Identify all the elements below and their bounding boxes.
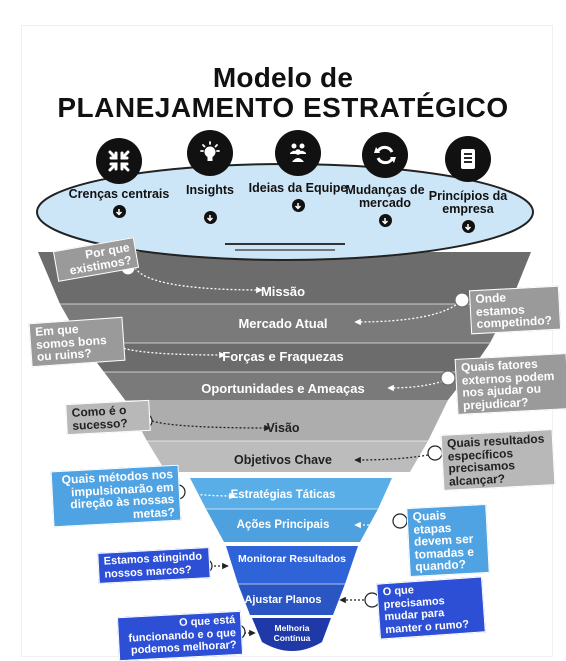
input-label: Ideias da Equipe: [248, 181, 348, 195]
input-label: Insights: [186, 183, 234, 197]
funnel-tier-melhoria: [252, 618, 331, 651]
refresh-icon: [362, 132, 408, 178]
question-visao: Como é o sucesso?: [65, 399, 151, 436]
funnel-tier-estrategias: [190, 478, 392, 509]
question-forcas: Em que somos bons ou ruins?: [28, 316, 126, 367]
input-label: Crenças centrais: [68, 187, 170, 201]
tier-label-acoes: Ações Principais: [236, 519, 330, 531]
funnel-tier-missao: [38, 252, 531, 304]
tier-label-melhoria: Melhoria Contínua: [273, 623, 311, 643]
question-ajustar: O que precisamos mudar para manter o rum…: [376, 576, 486, 640]
down-arrow-icon: [203, 211, 217, 224]
funnel-tier-mercado: [60, 304, 510, 343]
tier-label-visao: Visão: [266, 421, 300, 435]
input-principios: Princípios da empresa: [413, 136, 523, 233]
document-list-icon: [445, 136, 491, 182]
funnel-tier-ajustar: [238, 584, 345, 615]
funnel-tier-oportunidades: [104, 372, 470, 400]
tier-label-ajustar: Ajustar Planos: [244, 594, 322, 606]
funnel-tier-visao: [125, 400, 448, 441]
down-arrow-icon: [378, 214, 392, 227]
funnel-tier-objetivos: [147, 441, 428, 472]
question-acoes: Quais etapas devem ser tomadas e quando?: [406, 503, 490, 577]
input-ideias: Ideias da Equipe: [243, 130, 353, 212]
tier-label-missao: Missão: [260, 284, 306, 299]
input-label: Mudanças de mercado: [345, 183, 425, 210]
lightbulb-icon: [187, 130, 233, 176]
title-line-2: PLANEJAMENTO ESTRATÉGICO: [57, 92, 509, 123]
tier-label-oportunidades: Oportunidades e Ameaças: [201, 381, 365, 396]
funnel-tier-forcas: [82, 343, 490, 372]
down-arrow-icon: [461, 220, 475, 233]
question-melhoria: O que está funcionando e o que podemos m…: [116, 610, 244, 661]
question-oportunidades: Quais fatores externos podem nos ajudar …: [454, 353, 566, 415]
tier-label-estrategias: Estratégias Táticas: [230, 489, 336, 501]
tier-label-objetivos: Objetivos Chave: [234, 453, 332, 467]
team-icon: [275, 130, 321, 176]
tier-label-forcas: Forças e Fraquezas: [222, 349, 344, 364]
tier-label-mercado-atual: Mercado Atual: [238, 316, 328, 331]
title-line-1: Modelo de: [212, 62, 354, 93]
input-crencas: Crenças centrais: [64, 138, 174, 218]
question-estrategias: Quais métodos nos impulsionarão em direç…: [50, 464, 182, 528]
funnel-tier-monitorar: [226, 546, 358, 584]
funnel-tier-acoes: [206, 509, 378, 542]
input-mudancas: Mudanças de mercado: [330, 132, 440, 227]
down-arrow-icon: [291, 199, 305, 212]
compress-arrows-icon: [96, 138, 142, 184]
inputs-row: Crenças centrais Insights Ideias da Equi…: [0, 130, 566, 248]
input-label: Princípios da empresa: [428, 189, 508, 216]
down-arrow-icon: [112, 205, 126, 218]
question-objetivos: Quais resultados específicos precisamos …: [440, 429, 556, 491]
question-monitorar: Estamos atingindo nossos marcos?: [97, 547, 211, 584]
input-insights: Insights: [155, 130, 265, 224]
question-mercado: Onde estamos competindo?: [468, 285, 562, 334]
tier-label-monitorar: Monitorar Resultados: [238, 553, 346, 565]
